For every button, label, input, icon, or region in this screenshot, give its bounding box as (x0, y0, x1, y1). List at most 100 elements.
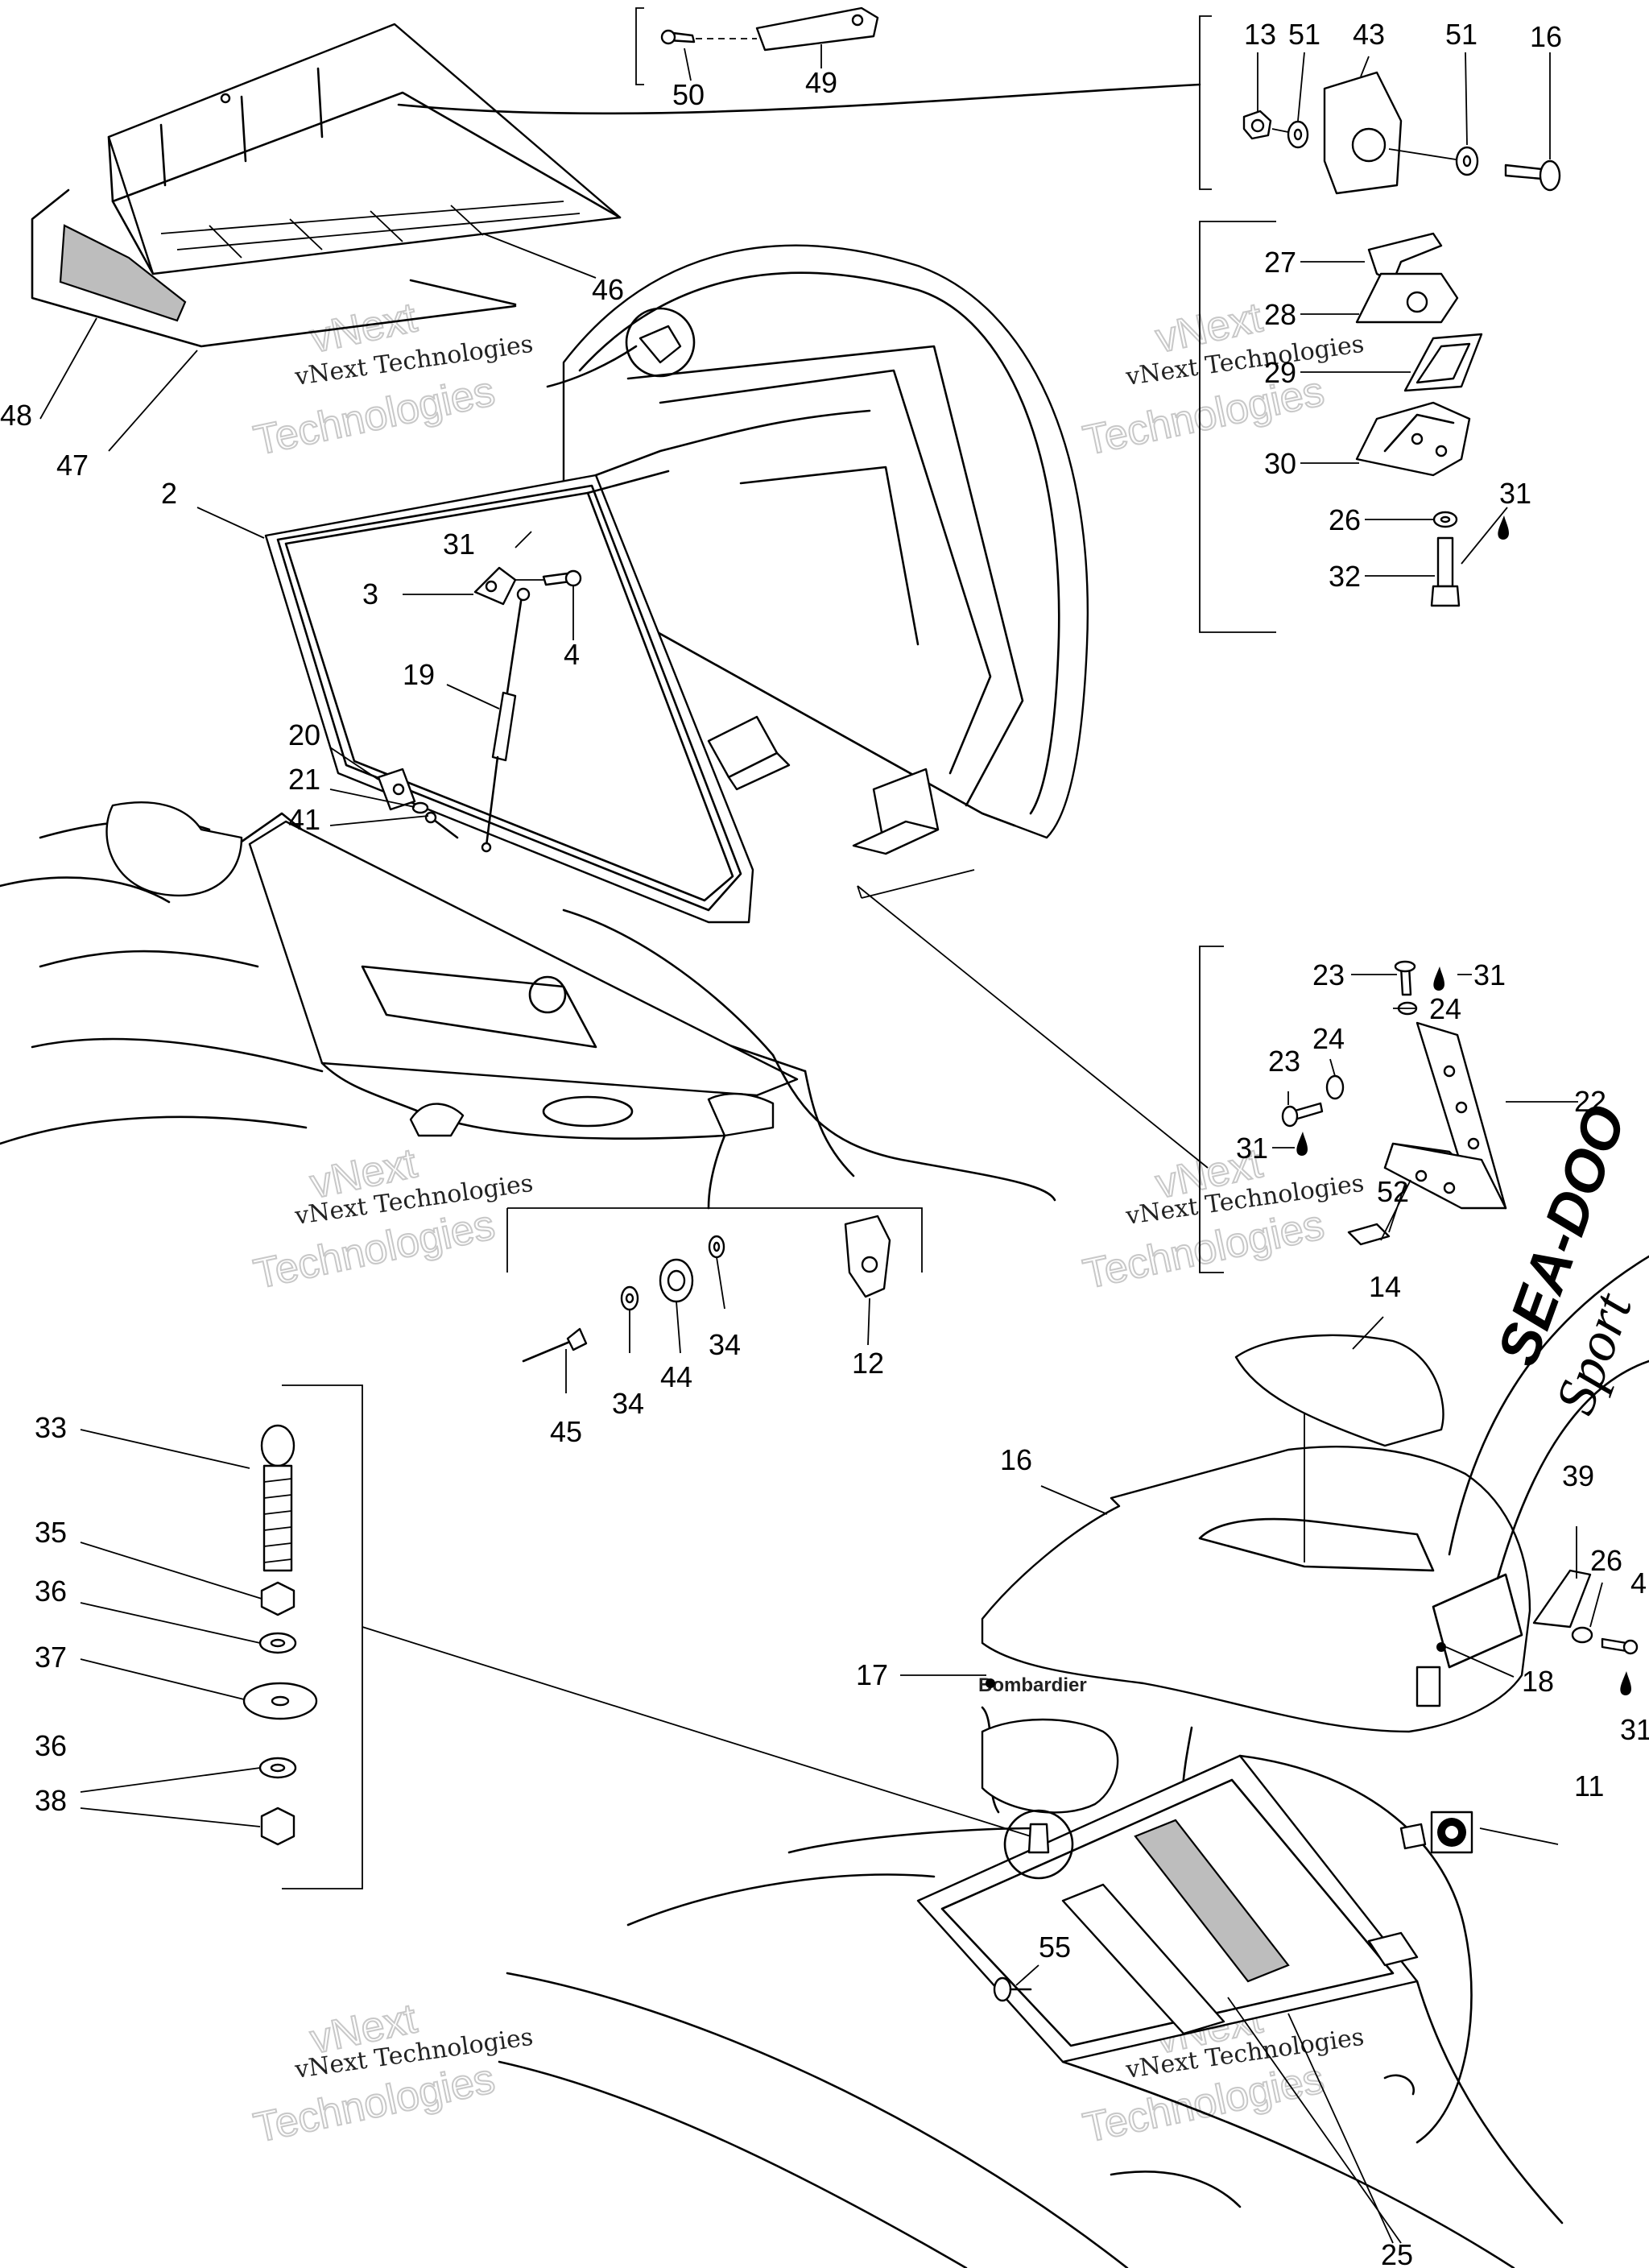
callout-21: 21 (288, 763, 320, 796)
callout-30: 30 (1264, 447, 1296, 480)
watermark-top-right: vNext Technologies vNext Technologies (1078, 293, 1366, 465)
callout-37: 37 (35, 1641, 67, 1674)
callout-38: 38 (35, 1784, 67, 1817)
shim-52 (1347, 1223, 1391, 1246)
washer-37 (242, 1682, 318, 1720)
seat-pad-14 (1234, 1334, 1444, 1447)
callout-32: 32 (1329, 560, 1361, 593)
callout-34: 34 (612, 1387, 644, 1420)
net-mesh-48 (59, 224, 187, 322)
callout-49: 49 (805, 66, 837, 99)
logo-marker-17 (986, 1678, 995, 1688)
callout-12: 12 (852, 1347, 884, 1380)
callout-31: 31 (1499, 477, 1531, 510)
hull-rear (498, 1706, 1564, 2268)
rivet-55 (993, 1976, 1032, 2002)
callout-labels: 13 51 43 51 16 50 49 46 48 47 27 28 29 3… (0, 18, 1649, 2268)
callout-16: 16 (1000, 1443, 1032, 1476)
callout-26: 26 (1590, 1544, 1622, 1577)
callout-31: 31 (443, 528, 475, 561)
hinge-upper (625, 307, 696, 378)
callout-35: 35 (35, 1516, 67, 1549)
callout-51: 51 (1288, 18, 1320, 51)
hinge-bracket-rear (852, 768, 940, 855)
callout-34: 34 (709, 1328, 741, 1361)
bag-net-47 (31, 188, 517, 348)
bolt-32 (1430, 536, 1461, 607)
callout-45: 45 (550, 1415, 582, 1448)
thread-locker-icon (1498, 515, 1509, 540)
emblem-18 (1436, 1642, 1446, 1652)
washer-34b (708, 1235, 725, 1259)
callout-4: 4 (1630, 1566, 1647, 1600)
decal-11 (1430, 1811, 1473, 1854)
callout-23: 23 (1268, 1045, 1300, 1078)
spacer-44 (659, 1258, 694, 1303)
screw-23b (1281, 1102, 1324, 1128)
callout-31: 31 (1620, 1713, 1649, 1746)
callout-33: 33 (35, 1411, 67, 1444)
callout-14: 14 (1369, 1270, 1401, 1303)
callout-18: 18 (1522, 1665, 1554, 1698)
callout-16: 16 (1530, 20, 1562, 53)
callout-11: 11 (1574, 1769, 1604, 1802)
net-mesh-bin (1134, 1819, 1290, 1983)
callout-4: 4 (564, 638, 580, 671)
washer-26b (1571, 1626, 1593, 1644)
storage-tray-46 (107, 23, 622, 275)
callout-51: 51 (1445, 18, 1477, 51)
callout-22: 22 (1574, 1085, 1606, 1118)
callout-43: 43 (1353, 18, 1385, 51)
washer-36a (258, 1632, 297, 1654)
callout-41: 41 (288, 803, 320, 836)
thread-locker-icon (1620, 1671, 1631, 1695)
callout-46: 46 (592, 273, 624, 306)
seat-assembly (562, 244, 1089, 839)
hinge-22 (1383, 1021, 1507, 1210)
callout-25: 25 (1381, 2238, 1413, 2268)
washer-24b (1325, 1074, 1345, 1100)
screw-4b (1601, 1637, 1639, 1655)
callout-44: 44 (660, 1360, 692, 1393)
callout-27: 27 (1264, 246, 1296, 279)
callout-50: 50 (672, 78, 705, 111)
callout-28: 28 (1264, 298, 1296, 331)
bumper-stud-33 (260, 1424, 295, 1572)
nut-35 (260, 1581, 295, 1616)
watermark-bottom-left: vNext Technologies vNext Technologies (249, 1994, 535, 2152)
callout-19: 19 (403, 658, 435, 691)
clip-12 (844, 1215, 891, 1298)
handle-39 (1532, 1569, 1592, 1629)
latch-27 (1367, 232, 1443, 284)
callout-31: 31 (1236, 1132, 1268, 1165)
callout-13: 13 (1244, 18, 1276, 51)
latch-base-30 (1355, 401, 1471, 477)
callout-55: 55 (1039, 1931, 1071, 1964)
leader-lines (39, 44, 1603, 2244)
pin-45 (522, 1327, 588, 1363)
washer-34a (620, 1285, 639, 1311)
callout-29: 29 (1264, 356, 1296, 389)
washer-51b (1455, 146, 1479, 176)
plate-20 (377, 768, 416, 811)
callout-26: 26 (1329, 503, 1361, 536)
nut-38 (260, 1807, 295, 1846)
thread-locker-icon (1433, 966, 1444, 991)
callout-48: 48 (0, 399, 32, 432)
watermark-outline-technologies: Technologies (250, 368, 498, 465)
watermark-mid-left: vNext Technologies vNext Technologies (249, 1139, 535, 1298)
hull-middle (0, 801, 1056, 1210)
gas-spring-19 (481, 587, 531, 853)
callout-24: 24 (1312, 1022, 1345, 1055)
callout-24: 24 (1429, 992, 1461, 1025)
screw-41 (424, 811, 459, 839)
bombardier-logo-17: Bombardier (978, 1674, 1087, 1696)
nut-13 (1242, 110, 1272, 140)
screw-16 (1504, 159, 1561, 192)
rear-seat-16 (981, 1446, 1531, 1733)
callout-2: 2 (161, 477, 177, 510)
thread-locker-icon (1296, 1132, 1308, 1156)
callout-23: 23 (1312, 958, 1345, 991)
bumper-43 (1323, 71, 1403, 195)
